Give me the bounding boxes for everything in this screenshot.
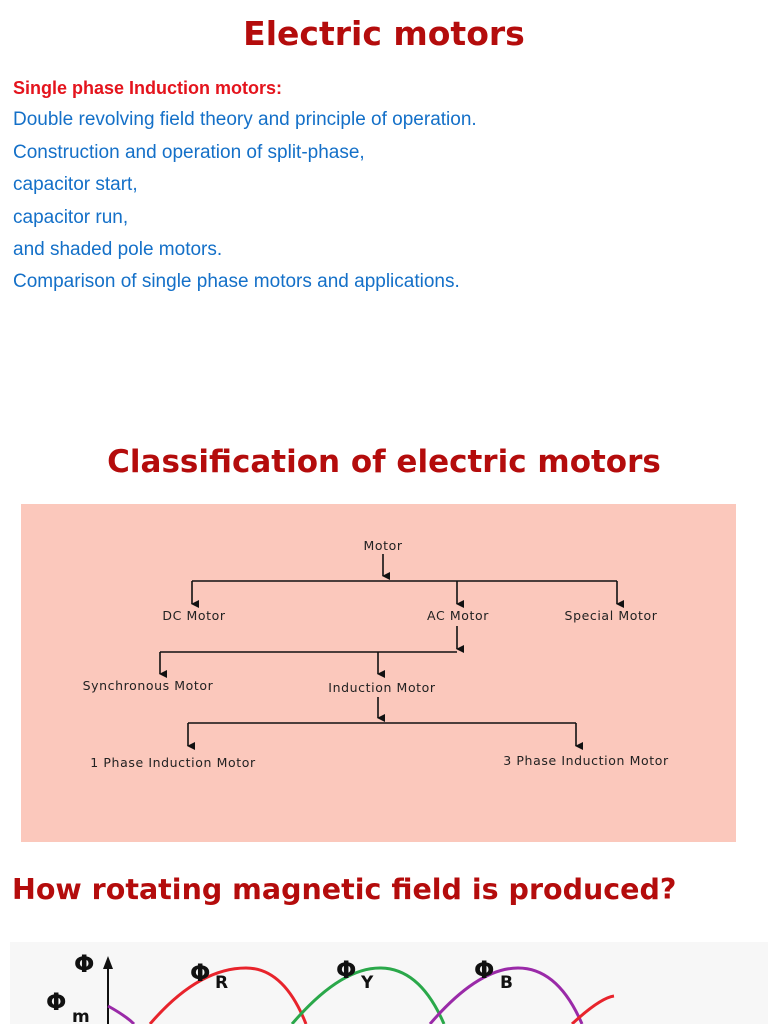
page-title: Electric motors (243, 14, 525, 53)
phi-b-label: Φ (474, 956, 494, 984)
node-1-phase-induction: 1 Phase Induction Motor (90, 755, 256, 770)
intro-line: Comparison of single phase motors and ap… (13, 271, 460, 293)
phi-m-label: Φ (46, 988, 66, 1016)
node-special-motor: Special Motor (565, 608, 658, 623)
wave-b (428, 966, 584, 1024)
intro-line: capacitor run, (13, 206, 129, 228)
phi-r-label: Φ (190, 959, 210, 987)
phi-y-subscript: Y (360, 973, 374, 993)
y-axis-arrow-icon (103, 956, 113, 969)
phi-axis-label: Φ (74, 950, 94, 978)
wave-r-second (570, 994, 615, 1024)
intro-section: Single phase Induction motors: Double re… (13, 72, 753, 299)
intro-line: capacitor start, (13, 174, 138, 196)
phi-b-subscript: B (500, 973, 513, 993)
wave-y (290, 966, 446, 1024)
phi-r-subscript: R (215, 973, 228, 993)
node-dc-motor: DC Motor (162, 608, 226, 623)
three-phase-flux-graph: Φ Φ m Φ R Φ Y Φ B (10, 942, 768, 1024)
classification-diagram: Motor DC Motor AC Motor Special Motor Sy… (21, 504, 736, 842)
flux-waveform-svg: Φ Φ m Φ R Φ Y Φ B (46, 950, 615, 1024)
intro-line: Construction and operation of split-phas… (13, 141, 365, 163)
phi-y-label: Φ (336, 956, 356, 984)
tree-connectors (159, 554, 624, 750)
phi-m-subscript: m (72, 1007, 90, 1024)
wave-b-segment (107, 1004, 136, 1024)
node-synchronous-motor: Synchronous Motor (83, 678, 214, 693)
rotating-field-heading: How rotating magnetic field is produced? (12, 873, 677, 906)
node-3-phase-induction: 3 Phase Induction Motor (503, 753, 669, 768)
wave-r (148, 966, 308, 1024)
intro-line: Double revolving field theory and princi… (13, 109, 477, 131)
intro-line: and shaded pole motors. (13, 239, 223, 261)
classification-tree: Motor DC Motor AC Motor Special Motor Sy… (83, 538, 669, 770)
classification-heading: Classification of electric motors (107, 444, 661, 480)
node-induction-motor: Induction Motor (328, 680, 436, 695)
node-motor: Motor (363, 538, 402, 553)
intro-subheading: Single phase Induction motors: (13, 78, 283, 98)
node-ac-motor: AC Motor (427, 608, 489, 623)
